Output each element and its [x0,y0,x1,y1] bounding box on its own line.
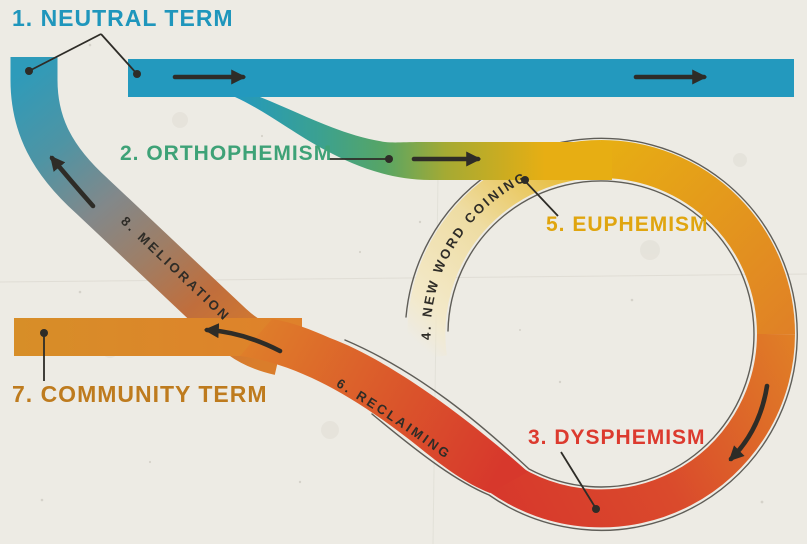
cycle-ring-top-right [600,140,795,335]
orthophemism-callout-dot [385,155,393,163]
dysphemism-label: 3. DYSPHEMISM [528,426,706,449]
community-flow-arrow [203,323,283,354]
euphemism-callout-dot [521,176,529,184]
melioration-band [10,57,286,375]
euphemism-label: 5. EUPHEMISM [546,213,709,236]
orthophemism-euphemism-band [235,97,612,180]
community-callout-dot [40,329,48,337]
dysphemism-callout-line [560,451,596,508]
dysphemism-callout-dot [592,505,600,513]
reclaiming-band [240,319,528,493]
euphemism-callout-line [524,180,559,217]
neutral-callout-line-left [28,33,102,72]
ring-inner-outline [344,180,755,488]
ring-flow-arrow [728,383,770,462]
neutral-callout-line-right [100,33,138,75]
callout-dots [25,67,600,513]
callout-lines [28,33,596,508]
melioration-flow-arrow [49,155,96,209]
orthophemism-label: 2. ORTHOPHEMISM [120,142,333,165]
community-term-label: 7. COMMUNITY TERM [12,381,268,407]
neutral-callout-dot-left [25,67,33,75]
neutral-term-label: 1. NEUTRAL TERM [12,5,234,31]
flow-arrows [49,69,770,462]
neutral-callout-dot-right [133,70,141,78]
